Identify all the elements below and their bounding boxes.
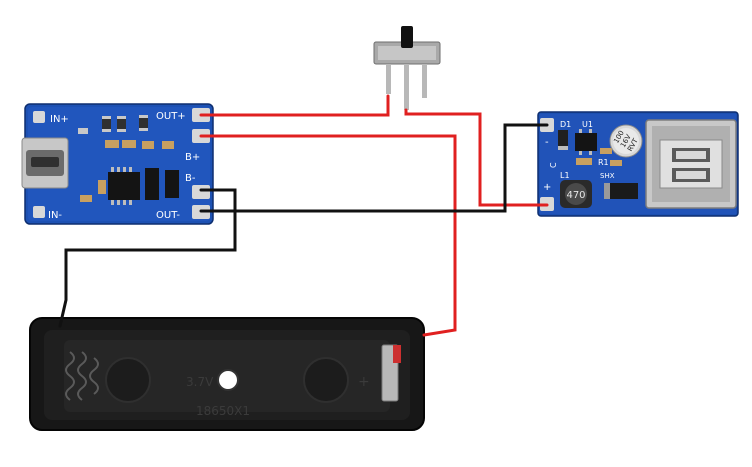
label-in-minus: IN- <box>48 210 62 221</box>
booster-minus-label: - <box>545 137 549 148</box>
mounting-hole <box>217 369 239 391</box>
label-u1: U1 <box>582 120 593 129</box>
boost-module: - + D1 U1 C L1 R1 SHX 100 16V RVT 4 <box>537 111 739 217</box>
wires <box>58 94 549 337</box>
label-b-plus: B+ <box>185 152 200 163</box>
booster-plus-label: + <box>543 182 551 193</box>
protection-ic <box>145 168 159 200</box>
holder-voltage: 3.7V <box>186 375 214 389</box>
switch-knob <box>401 26 413 48</box>
charger-module: IN+ IN- OUT+ B+ B- OUT- <box>21 103 214 225</box>
label-shx: SHX <box>600 172 615 180</box>
red-wire-b-plus-to-battery <box>199 134 457 337</box>
booster-ic <box>575 133 597 151</box>
usb-a-port <box>645 119 737 209</box>
label-c: C <box>549 162 558 168</box>
inductor: 470 <box>560 180 592 208</box>
inductor-code: 470 <box>566 190 585 201</box>
red-wire-switch-to-booster-plus <box>404 108 549 207</box>
label-in-plus: IN+ <box>50 114 69 125</box>
pad-in-minus <box>33 206 45 218</box>
capacitor: 100 16V RVT <box>609 124 643 158</box>
charger-ic <box>108 167 140 205</box>
pad-b-minus <box>192 185 210 199</box>
red-wire-out-plus-to-switch <box>199 94 390 117</box>
black-wire-b-minus-to-battery <box>58 188 237 328</box>
label-r1: R1 <box>598 158 609 167</box>
label-b-minus: B- <box>185 173 196 184</box>
label-l1: L1 <box>560 171 570 180</box>
spring-contact <box>65 351 99 401</box>
pad-in-plus <box>33 111 45 123</box>
holder-plus: + <box>358 374 370 390</box>
holder-model: 18650X1 <box>196 404 250 418</box>
battery-holder: 3.7V 18650X1 + <box>29 317 425 431</box>
slide-switch <box>373 26 441 110</box>
label-d1: D1 <box>560 120 571 129</box>
label-out-minus: OUT- <box>156 210 180 221</box>
black-wire-out-minus-to-booster-minus <box>199 123 549 213</box>
label-out-plus: OUT+ <box>156 111 186 122</box>
